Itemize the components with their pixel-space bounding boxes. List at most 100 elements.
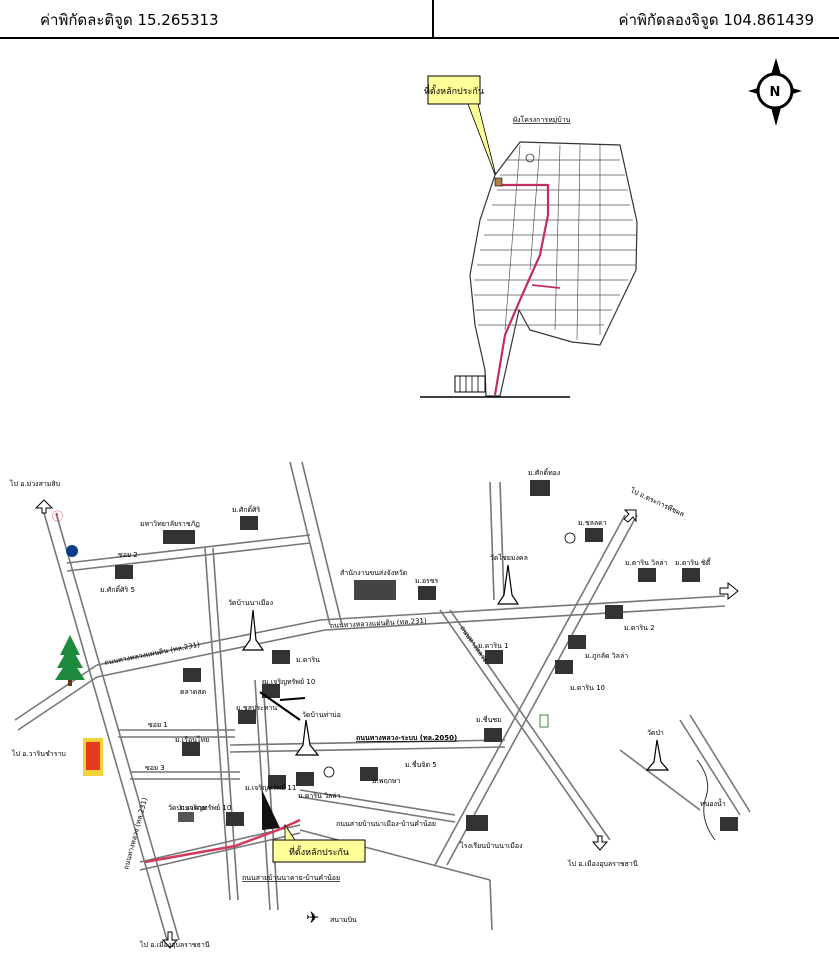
svg-text:ถนนทางหลวงแผ่นดิน (ทล.231): ถนนทางหลวงแผ่นดิน (ทล.231)	[104, 641, 201, 667]
main-callout-box	[272, 839, 366, 863]
insert-callout-box	[427, 75, 481, 105]
subdivision-access-road	[493, 183, 550, 396]
svg-text:ม.พฤกษา: ม.พฤกษา	[372, 777, 401, 785]
insert-map: ที่ตั้งหลักประกัน ผังโครงการหมู่บ้าน	[420, 75, 638, 398]
svg-text:มหาวิทยาลัยราชภัฏ: มหาวิทยาลัยราชภัฏ	[140, 520, 200, 528]
svg-text:ม.ดาริน ซิตี้: ม.ดาริน ซิตี้	[675, 556, 711, 567]
header-rule	[0, 37, 839, 39]
insert-callout-pointer	[467, 103, 498, 181]
svg-text:ม.ศักดิ์ศิริ: ม.ศักดิ์ศิริ	[232, 504, 261, 514]
bank-logo: ⓣ	[52, 510, 63, 523]
temple-icons	[241, 564, 670, 771]
village-icon	[360, 767, 378, 781]
village-icon	[115, 565, 133, 579]
park-tree-icon	[55, 635, 85, 686]
village-icon	[585, 528, 603, 542]
svg-text:ซอย 3: ซอย 3	[145, 764, 165, 772]
svg-text:ไป อ.เมืองอุบลราชธานี: ไป อ.เมืองอุบลราชธานี	[139, 940, 210, 949]
svg-text:สนามบิน: สนามบิน	[330, 916, 357, 924]
header-divider	[432, 0, 434, 38]
subdivision-lots	[474, 144, 636, 341]
village-icon	[296, 772, 314, 786]
svg-text:ไป อ.ม่วงสามสิบ: ไป อ.ม่วงสามสิบ	[9, 479, 60, 488]
svg-text:ตลาดสด: ตลาดสด	[180, 688, 206, 696]
svg-text:ม.อรชร: ม.อรชร	[415, 577, 439, 585]
temple-icon	[645, 739, 670, 771]
svg-text:ม.ชื่นจิต 5: ม.ชื่นจิต 5	[405, 760, 437, 769]
coordinates-header: ค่าพิกัดละติจูด 15.265313 ค่าพิกัดลองจิจ…	[0, 0, 839, 39]
main-map: ⓣ	[9, 461, 751, 949]
collateral-lot-marker	[494, 177, 503, 187]
svg-text:ม.เรือนไทย: ม.เรือนไทย	[175, 735, 209, 744]
svg-text:ซอย 2: ซอย 2	[118, 551, 138, 559]
7-eleven-logo	[539, 714, 549, 728]
north-compass: N	[748, 58, 802, 126]
svg-text:ม.ดาริน 10: ม.ดาริน 10	[570, 684, 605, 692]
building-icons	[115, 480, 738, 831]
svg-text:ไป อ.ตระการพืชผล: ไป อ.ตระการพืชผล	[628, 485, 686, 518]
svg-text:ม.ดาริน วิลล่า: ม.ดาริน วิลล่า	[625, 559, 668, 567]
school-icon	[466, 815, 488, 831]
svg-text:หนองน้ำ: หนองน้ำ	[700, 797, 726, 808]
svg-text:ไป อ.วารินชำราบ: ไป อ.วารินชำราบ	[11, 749, 66, 758]
temple-icon	[496, 564, 520, 605]
village-icon	[240, 516, 258, 530]
route-to-collateral	[144, 818, 301, 864]
government-office-icon	[354, 580, 396, 600]
village-icon	[530, 480, 550, 496]
subdivision-outline	[469, 141, 638, 397]
subdivision-gate	[454, 375, 486, 393]
svg-text:ม.เจริญทรัพย์ 11: ม.เจริญทรัพย์ 11	[245, 784, 296, 792]
village-icon	[484, 728, 502, 742]
village-icon	[638, 568, 656, 582]
village-icon	[268, 775, 286, 789]
svg-text:ไป อ.เมืองอุบลราชธานี: ไป อ.เมืองอุบลราชธานี	[567, 859, 638, 868]
svg-text:ม.ดาริน 2: ม.ดาริน 2	[624, 624, 655, 632]
temple-icon	[241, 609, 265, 651]
svg-text:วัดป่า: วัดป่า	[647, 729, 664, 737]
longitude-label: ค่าพิกัดลองจิจูด 104.861439	[618, 11, 814, 29]
svg-text:ม.ดาริน วิลล่า: ม.ดาริน วิลล่า	[298, 792, 341, 800]
svg-text:ม.ดาริน: ม.ดาริน	[296, 656, 320, 664]
svg-text:ม.ชื่นชม: ม.ชื่นชม	[476, 715, 502, 724]
svg-text:ม.ชลประทาน: ม.ชลประทาน	[236, 704, 277, 712]
temple-building-icon	[178, 812, 194, 822]
svg-text:วัดบ้านนาเมือง: วัดบ้านนาเมือง	[228, 599, 273, 607]
airport-icon: ✈	[306, 908, 319, 927]
svg-text:ม.ศักดิ์ศิริ 5: ม.ศักดิ์ศิริ 5	[100, 584, 135, 594]
stream	[696, 759, 716, 841]
village-icon	[555, 660, 573, 674]
map-labels: ไป อ.ม่วงสามสิบ ไป อ.วารินชำราบ ไป อ.เมื…	[9, 467, 726, 949]
svg-text:วัดป่านาคาย: วัดป่านาคาย	[168, 804, 206, 812]
village-icon	[485, 650, 503, 664]
village-icon	[568, 635, 586, 649]
university-icon	[163, 530, 195, 544]
village-icon	[238, 710, 256, 724]
svg-text:โรงเรียนบ้านนาเมือง: โรงเรียนบ้านนาเมือง	[460, 841, 522, 850]
village-icon	[182, 742, 200, 756]
village-icon	[720, 817, 738, 831]
svg-text:สำนักงานขนส่งจังหวัด: สำนักงานขนส่งจังหวัด	[340, 569, 407, 577]
svg-text:ม.ภูกลัด วิลล่า: ม.ภูกลัด วิลล่า	[585, 652, 628, 660]
latitude-label: ค่าพิกัดละติจูด 15.265313	[40, 11, 219, 29]
svg-text:ซอย 1: ซอย 1	[148, 721, 168, 729]
compass-letter: N	[770, 85, 781, 100]
svg-text:ม.ชลลดา: ม.ชลลดา	[578, 519, 607, 527]
village-icon	[418, 586, 436, 600]
svg-text:วัดไชยมงคล: วัดไชยมงคล	[490, 553, 528, 562]
main-callout-text: ที่ตั้งหลักประกัน	[289, 845, 349, 858]
temple-icon	[294, 719, 320, 756]
village-icon	[605, 605, 623, 619]
svg-text:ถนนสายบ้านนาคาย-บ้านคำน้อย: ถนนสายบ้านนาคาย-บ้านคำน้อย	[242, 874, 340, 882]
svg-text:ถนนทางหลวง (ทล.231): ถนนทางหลวง (ทล.231)	[122, 797, 149, 871]
svg-text:ถนนทางหลวง-ระบบ (ทล.2050): ถนนทางหลวง-ระบบ (ทล.2050)	[356, 734, 457, 742]
svg-text:ม.ศักดิ์ทอง: ม.ศักดิ์ทอง	[528, 467, 560, 477]
village-icon	[262, 684, 280, 698]
svg-text:ม.เจริญทรัพย์ 10: ม.เจริญทรัพย์ 10	[180, 804, 231, 812]
village-icon	[226, 812, 244, 826]
road-network	[14, 461, 751, 941]
bank-logo	[66, 545, 78, 557]
insert-callout-text: ที่ตั้งหลักประกัน	[424, 84, 484, 97]
svg-text:วัดบ้านท่าบ่อ: วัดบ้านท่าบ่อ	[302, 711, 341, 719]
